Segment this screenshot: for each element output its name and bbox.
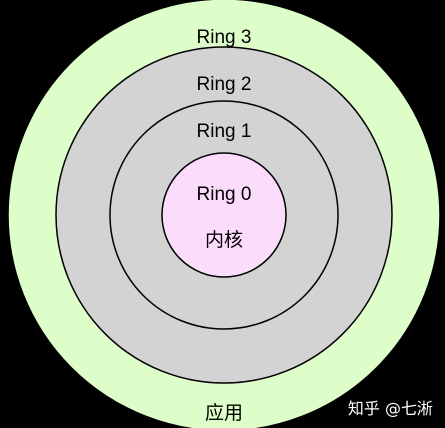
ring-0-circle [161,152,287,278]
kernel-label: 内核 [205,229,243,251]
application-label: 应用 [205,402,243,424]
ring-2-label: Ring 2 [197,74,252,95]
ring-1-label: Ring 1 [197,121,252,142]
ring-3-label: Ring 3 [197,27,252,48]
watermark-text: 知乎 @七淅 [348,399,433,418]
ring-0-label: Ring 0 [197,184,252,205]
